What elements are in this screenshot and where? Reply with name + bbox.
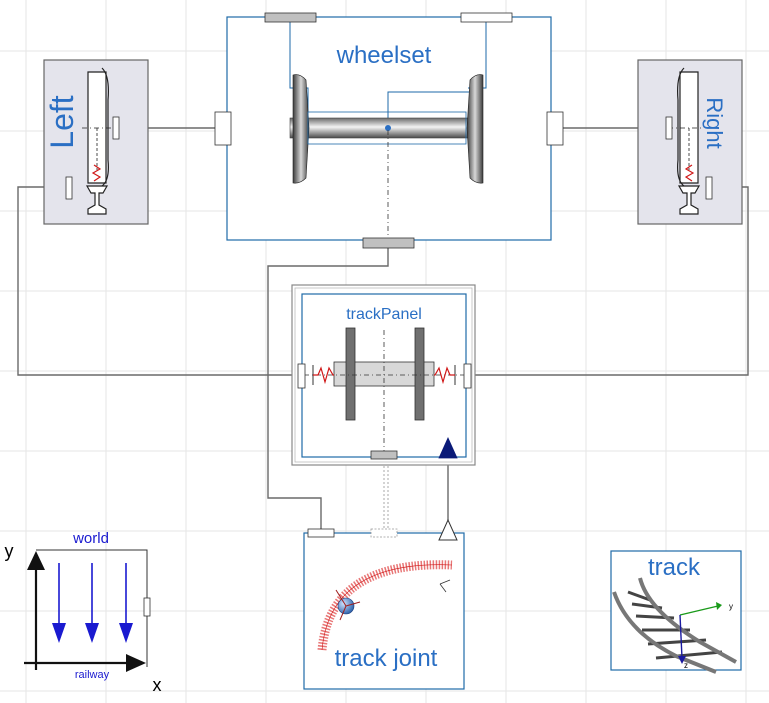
track-z-axis-label: z	[684, 661, 688, 670]
wheelset-connector-left[interactable]	[214, 111, 232, 146]
world-y-axis-label: y	[5, 541, 14, 561]
trackpanel-component[interactable]: trackPanel	[291, 284, 476, 466]
spring-icon	[312, 365, 456, 385]
track-component[interactable]: track y z	[610, 550, 742, 674]
trackjoint-component[interactable]: track joint	[303, 518, 465, 690]
trackpanel-rails-icon	[304, 327, 464, 452]
left-connector-frame[interactable]	[112, 116, 120, 140]
trackpanel-connector-left[interactable]	[297, 363, 306, 389]
track-label: track	[648, 554, 701, 581]
wire-left-to-trackpanel[interactable]	[17, 186, 300, 376]
world-label: world	[72, 530, 109, 547]
right-connector-rail[interactable]	[705, 176, 713, 200]
trackpanel-connector-right[interactable]	[463, 363, 472, 389]
wheelset-connector-bottom[interactable]	[362, 237, 415, 249]
wheelset-label: wheelset	[336, 42, 432, 69]
trackpanel-input-arrow[interactable]	[438, 437, 458, 459]
trackpanel-label: trackPanel	[346, 306, 422, 323]
track-y-axis-label: y	[729, 602, 733, 611]
world-connector[interactable]	[143, 597, 151, 617]
wire-wheelset-to-trackjoint[interactable]	[267, 248, 389, 530]
trackpanel-connector-bottom[interactable]	[370, 450, 398, 460]
gravity-arrow-icon	[52, 563, 133, 643]
wheel-rail-contact-icon	[668, 67, 704, 215]
curved-track-icon	[317, 560, 453, 651]
wheelset-connector-top-left[interactable]	[264, 12, 317, 23]
wheelset-connector-top-right[interactable]	[460, 12, 513, 23]
rail-track-icon	[612, 577, 737, 674]
wheelset-component[interactable]: wheelset	[214, 12, 564, 249]
left-component[interactable]: Left	[43, 59, 149, 225]
trackjoint-output-arrow[interactable]	[438, 518, 458, 541]
world-component[interactable]: world railway y x	[5, 530, 162, 695]
wheelset-connector-right[interactable]	[546, 111, 564, 146]
right-component[interactable]: Right	[637, 59, 743, 225]
right-connector-frame[interactable]	[665, 116, 673, 140]
wheelset-axle-icon	[289, 19, 487, 240]
world-sublabel: railway	[75, 669, 110, 681]
trackjoint-connector-left[interactable]	[307, 528, 335, 538]
left-label: Left	[44, 95, 80, 148]
world-x-axis-label: x	[153, 675, 162, 695]
trackjoint-label: track joint	[335, 645, 438, 672]
left-connector-rail[interactable]	[65, 176, 73, 200]
trackjoint-connector-middle[interactable]	[370, 528, 398, 538]
right-label: Right	[702, 97, 727, 148]
wheel-rail-contact-icon	[82, 67, 116, 215]
